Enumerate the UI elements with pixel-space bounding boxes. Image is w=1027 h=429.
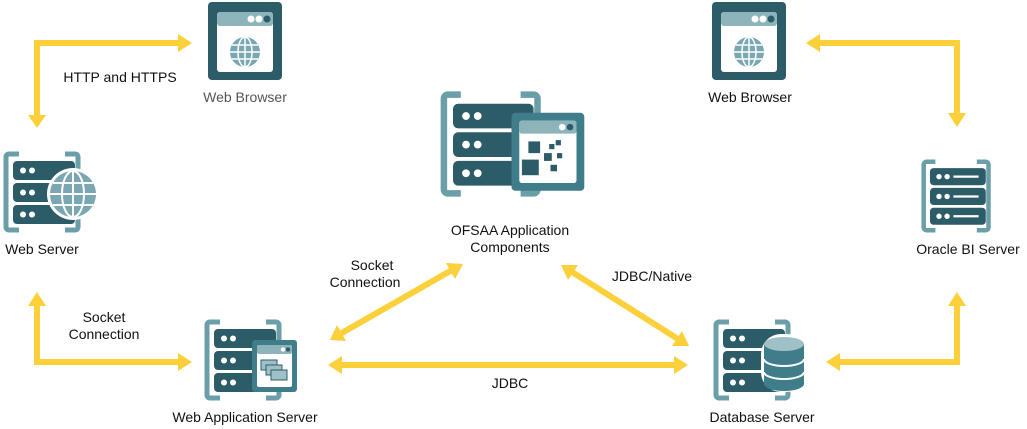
database-server-icon [716,322,807,398]
jdbc-native-connector [561,265,689,346]
jdbc-connector [328,356,688,374]
jdbc-native-label: JDBC/Native [612,268,692,284]
web-browser-right-node: Web Browser [708,1,792,105]
bi-database-connector [826,292,966,371]
node-label: Web Browser [203,89,287,105]
node-label: OFSAA Application [451,222,569,238]
jdbc-label: JDBC [492,375,529,391]
bi-browser-connector [806,34,966,127]
web-app-server-node: Web Application Server [172,322,318,425]
node-label: Oracle BI Server [916,241,1020,257]
web-server-node: Web Server [5,154,99,257]
socket-center-label: Socket [351,257,394,273]
web-browser-left-node: Web Browser [203,1,287,105]
node-label: Web Browser [708,89,792,105]
node-label: Components [470,239,549,255]
http-connector [28,34,192,128]
socket-left-label: Socket [83,309,126,325]
web-app-server-icon [207,322,297,398]
web-browser-icon [711,1,787,81]
application-server-icon [444,95,585,194]
node-label: Web Server [5,241,79,257]
socket-left-label: Connection [69,326,140,342]
socket-center-label: Connection [330,274,401,290]
node-label: Database Server [709,409,814,425]
http-label: HTTP and HTTPS [63,69,176,85]
node-label: Web Application Server [172,409,318,425]
ofsaa-node: OFSAA Application Components [444,95,585,255]
database-server-node: Database Server [709,322,815,425]
web-browser-icon [207,1,283,81]
oracle-bi-server-node: Oracle BI Server [916,162,1020,257]
web-server-icon [6,154,99,230]
socket-left-connector [28,292,192,371]
bi-server-icon [924,162,989,230]
socket-center-connector [330,263,463,341]
